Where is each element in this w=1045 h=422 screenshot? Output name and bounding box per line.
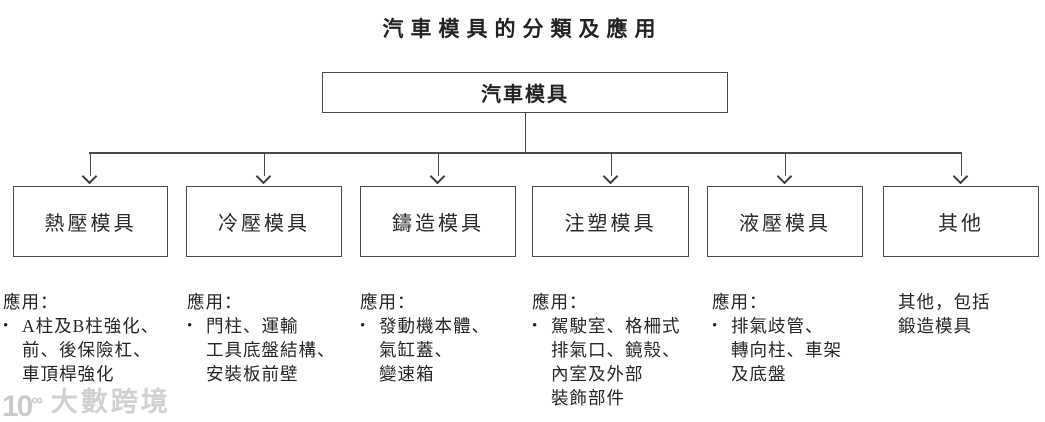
application-heading: 應用： xyxy=(3,292,59,312)
bullet-icon: • xyxy=(187,318,194,334)
application-text: 發動機本體、 xyxy=(379,316,490,336)
watermark-text: 大數跨境 xyxy=(50,387,171,417)
application-text: 前、後保險杠、 xyxy=(22,340,152,360)
application-heading: 應用： xyxy=(532,292,588,312)
diagram-title: 汽車模具的分類及應用 xyxy=(382,18,663,41)
bullet-icon: • xyxy=(3,318,10,334)
bullet-icon: • xyxy=(360,318,367,334)
category-label: 熱壓模具 xyxy=(44,213,137,235)
connector-root-stem xyxy=(524,113,526,153)
connector-stub-5 xyxy=(784,152,786,176)
category-box-hydraulic: 液壓模具 xyxy=(707,186,863,257)
category-label: 其他 xyxy=(938,213,984,235)
application-column-4: 應用： • 駕駛室、格柵式 排氣口、鏡殼、 內室及外部 裝飾部件 xyxy=(532,290,681,410)
category-box-cold-stamping: 冷壓模具 xyxy=(186,186,342,257)
application-column-5: 應用： • 排氣歧管、 轉向柱、車架 及底盤 xyxy=(712,290,842,386)
arrow-down-icon xyxy=(81,168,97,185)
application-text: 內室及外部 xyxy=(551,364,644,384)
connector-stub-2 xyxy=(263,152,265,176)
category-label: 鑄造模具 xyxy=(392,213,484,235)
application-text: 排氣歧管、 xyxy=(731,316,824,336)
connector-stub-3 xyxy=(437,152,439,176)
root-node-box: 汽車模具 xyxy=(322,72,728,113)
application-text: A柱及B柱強化、 xyxy=(22,316,160,336)
category-box-casting: 鑄造模具 xyxy=(360,186,516,257)
connector-stub-1 xyxy=(89,152,91,176)
application-heading: 應用： xyxy=(712,292,768,312)
application-text: 駕駛室、格柵式 xyxy=(551,316,681,336)
application-heading: 應用： xyxy=(360,292,416,312)
application-text: 轉向柱、車架 xyxy=(731,340,842,360)
bullet-icon: • xyxy=(712,318,719,334)
connector-stub-4 xyxy=(610,152,612,176)
category-label: 冷壓模具 xyxy=(218,213,310,235)
arrow-down-icon xyxy=(429,168,445,185)
application-column-3: 應用： • 發動機本體、 氣缸蓋、 變速箱 xyxy=(360,290,490,386)
arrow-down-icon xyxy=(602,168,618,185)
category-label: 液壓模具 xyxy=(739,213,831,235)
application-text: 安裝板前壁 xyxy=(206,364,299,384)
application-text: 裝飾部件 xyxy=(551,388,625,408)
application-text: 及底盤 xyxy=(731,364,787,384)
arrow-down-icon xyxy=(776,168,792,185)
application-text: 其他，包括 xyxy=(898,292,991,312)
root-node-label: 汽車模具 xyxy=(481,84,569,106)
watermark: 10∞ 大數跨境 xyxy=(2,385,171,422)
application-text: 排氣口、鏡殼、 xyxy=(551,340,681,360)
arrow-down-icon xyxy=(255,168,271,185)
application-text: 變速箱 xyxy=(379,364,435,384)
category-box-others: 其他 xyxy=(883,186,1039,257)
connector-stub-6 xyxy=(960,152,962,176)
category-label: 注塑模具 xyxy=(564,213,657,235)
application-text: 氣缸蓋、 xyxy=(379,340,453,360)
application-text: 車頂桿強化 xyxy=(22,364,115,384)
application-column-2: 應用： • 門柱、運輸 工具底盤結構、 安裝板前壁 xyxy=(187,290,336,386)
category-box-injection: 注塑模具 xyxy=(532,186,689,257)
application-heading: 應用： xyxy=(187,292,243,312)
arrow-down-icon xyxy=(952,168,968,185)
category-box-hot-stamping: 熱壓模具 xyxy=(13,186,168,257)
bullet-icon: • xyxy=(532,318,539,334)
application-column-6: 其他，包括 鍛造模具 xyxy=(898,290,991,338)
watermark-logo-icon: 10∞ xyxy=(2,390,43,422)
application-text: 工具底盤結構、 xyxy=(206,340,336,360)
application-text: 鍛造模具 xyxy=(898,316,972,336)
application-column-1: 應用： • A柱及B柱強化、 前、後保險杠、 車頂桿強化 xyxy=(3,290,159,386)
connector-horizontal-bar xyxy=(89,152,961,154)
application-text: 門柱、運輸 xyxy=(206,316,299,336)
